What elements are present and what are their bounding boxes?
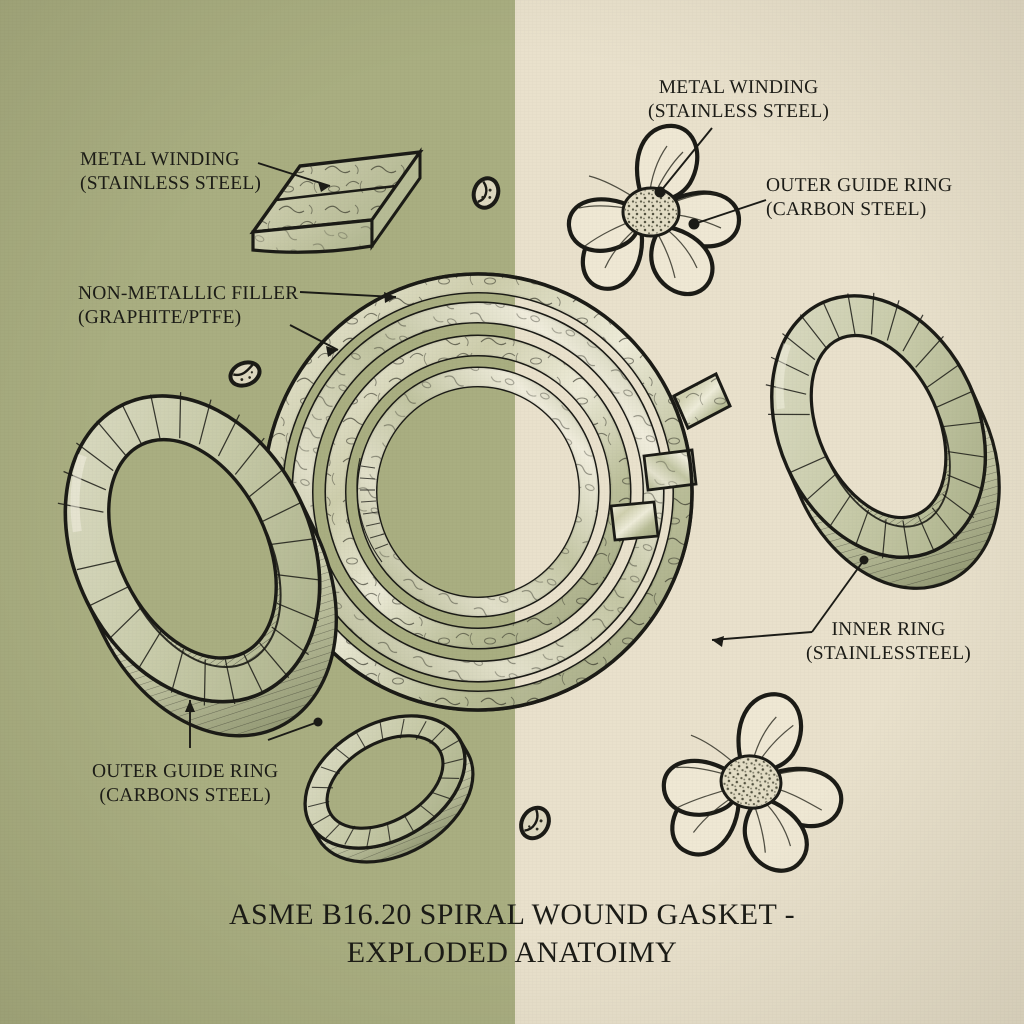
flower-bottom	[661, 692, 844, 873]
label-line-1: OUTER GUIDE RING	[92, 761, 279, 782]
flower-top	[566, 123, 742, 297]
spiral-winding-assembly	[262, 272, 732, 712]
outer-guide-ring-3d-right	[765, 292, 1001, 590]
label-outer-guide-ring-right: OUTER GUIDE RING (CARBON STEEL)	[766, 174, 952, 222]
title-line-1: ASME B16.20 SPIRAL WOUND GASKET -	[228, 898, 796, 931]
label-line-1: METAL WINDING	[80, 149, 240, 170]
ring-face-hatch	[57, 392, 321, 706]
label-outer-guide-ring-left: OUTER GUIDE RING (CARBONS STEEL)	[92, 760, 278, 808]
seed-3	[519, 805, 551, 841]
diagram-title: ASME B16.20 SPIRAL WOUND GASKET - EXPLOD…	[0, 896, 1024, 973]
seed-1	[471, 176, 501, 210]
label-line-1: OUTER GUIDE RING	[766, 175, 953, 196]
label-non-metallic-filler: NON-METALLIC FILLER (GRAPHITE/PTFE)	[78, 282, 299, 330]
label-line-2: (CARBONS STEEL)	[99, 784, 271, 806]
label-metal-winding-left: METAL WINDING (STAINLESS STEEL)	[80, 148, 261, 196]
label-line-2: (CARBON STEEL)	[766, 198, 927, 220]
seed-2	[228, 360, 262, 388]
label-line-1: INNER RING	[831, 619, 946, 640]
label-inner-ring-right: INNER RING (STAINLESSTEEL)	[806, 618, 971, 666]
spiral-turn-3	[324, 334, 632, 650]
leader-arrowheads	[185, 182, 869, 727]
label-line-2: (STAINLESSTEEL)	[806, 642, 971, 664]
winding-strip-profile	[249, 147, 424, 254]
title-line-2: EXPLODED ANATOIMY	[346, 936, 678, 970]
spiral-turn-2	[291, 301, 665, 683]
spiral-turn-4	[356, 366, 600, 618]
inner-ring-3d	[303, 714, 475, 864]
leader-lines	[189, 127, 865, 748]
label-line-2: (STAINLESS STEEL)	[80, 172, 262, 194]
label-metal-winding-right: METAL WINDING (STAINLESS STEEL)	[648, 76, 829, 124]
spiral-end-tabs	[609, 371, 732, 542]
label-line-2: (STAINLESS STEEL)	[648, 100, 830, 122]
spiral-bore-hatching	[356, 457, 389, 563]
label-line-2: (GRAPHITE/PTFE)	[78, 306, 242, 328]
label-line-1: NON-METALLIC FILLER	[78, 283, 299, 304]
label-line-1: METAL WINDING	[658, 77, 819, 98]
outer-guide-ring-3d-left	[57, 392, 339, 738]
